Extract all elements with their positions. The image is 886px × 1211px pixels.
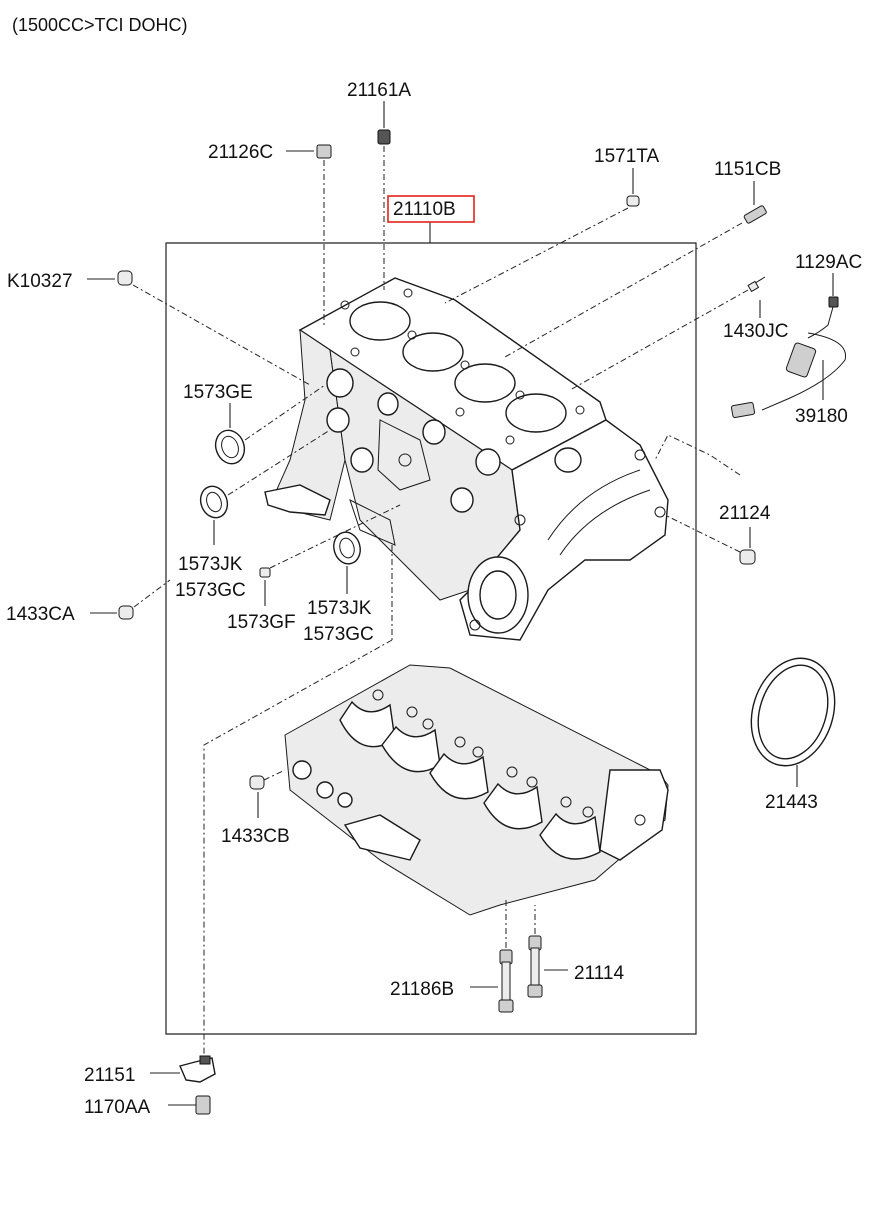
label-1573gf[interactable]: 1573GF	[227, 612, 296, 633]
label-1129ac[interactable]: 1129AC	[795, 252, 862, 273]
seal-1573jk-a	[199, 429, 331, 519]
label-1433cb[interactable]: 1433CB	[221, 826, 290, 847]
label-21124[interactable]: 21124	[719, 503, 771, 524]
lower-crankcase	[284, 664, 669, 916]
bracket-21151	[179, 1055, 216, 1083]
dowel-21124	[664, 514, 756, 565]
bolt-21114	[527, 905, 543, 998]
plug-21126c	[316, 144, 332, 325]
label-21151[interactable]: 21151	[84, 1065, 135, 1086]
label-1430jc[interactable]: 1430JC	[723, 321, 789, 342]
label-1573jk-a[interactable]: 1573JK	[178, 554, 243, 575]
plug-1573gf	[259, 504, 401, 578]
label-1573gc-a[interactable]: 1573GC	[175, 580, 246, 601]
sensor-mount-line	[203, 639, 393, 1058]
label-21443[interactable]: 21443	[765, 792, 818, 813]
diagram-title: (1500CC>TCI DOHC)	[12, 15, 188, 35]
main-part-highlight	[387, 195, 475, 223]
pin-1430jc	[569, 276, 766, 391]
label-1573jk-b[interactable]: 1573JK	[307, 598, 372, 619]
label-21114[interactable]: 21114	[574, 963, 624, 984]
seal-1573ge	[214, 384, 326, 465]
label-leaders	[87, 101, 834, 1106]
sensor-39180	[654, 296, 847, 476]
label-21161a[interactable]: 21161A	[347, 80, 411, 101]
plug-1433cb	[249, 769, 286, 790]
part-labels: 21161A 21126C 1571TA 1151CB 21110B K1032…	[6, 80, 862, 1118]
assembly-frame	[165, 222, 697, 1035]
stud-1151cb	[504, 205, 767, 358]
bolt-1170aa	[195, 1095, 211, 1115]
label-21186b[interactable]: 21186B	[390, 979, 454, 1000]
plug-1433ca	[118, 579, 171, 620]
bolt-21186b	[498, 900, 514, 1013]
cylinder-block	[264, 277, 669, 641]
label-k10327[interactable]: K10327	[7, 271, 73, 292]
label-1573ge[interactable]: 1573GE	[183, 382, 253, 403]
label-39180[interactable]: 39180	[795, 406, 848, 427]
seal-1573jk-b	[333, 531, 361, 565]
label-1573gc-b[interactable]: 1573GC	[303, 624, 374, 645]
plug-k10327	[117, 270, 311, 386]
rear-oil-seal-21443	[750, 657, 836, 767]
label-1433ca[interactable]: 1433CA	[6, 604, 75, 625]
label-1151cb[interactable]: 1151CB	[714, 159, 781, 180]
label-21126c[interactable]: 21126C	[208, 142, 273, 163]
label-1571ta[interactable]: 1571TA	[594, 146, 659, 167]
dowel-21161a	[377, 129, 391, 290]
plug-1571ta	[444, 195, 640, 304]
label-1170aa[interactable]: 1170AA	[84, 1097, 151, 1118]
label-21110b[interactable]: 21110B	[393, 199, 456, 220]
